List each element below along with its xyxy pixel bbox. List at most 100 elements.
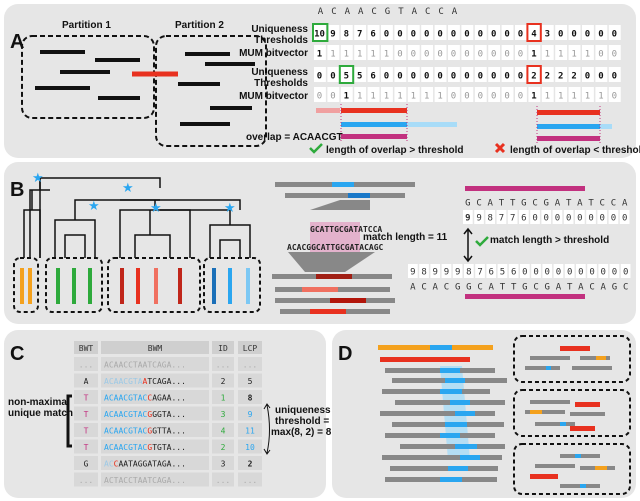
bwm-value: ACAACCTAATCAGA...: [104, 361, 186, 370]
bitvector-value: 1: [585, 92, 590, 102]
bwm-segment: AC: [104, 460, 114, 469]
bitvector-cell: [327, 87, 340, 102]
ref-letter: C: [589, 283, 594, 293]
partition-reads: [35, 50, 255, 126]
threshold-value: 0: [384, 72, 389, 82]
query-threshold-cell: [541, 210, 552, 224]
bwm-segment: G: [147, 410, 152, 419]
bitvector-value: 1: [344, 92, 349, 102]
threshold-cell: [448, 67, 460, 82]
threshold-value: 0: [491, 30, 496, 40]
bitvector-value: 0: [504, 50, 509, 60]
bitvector-value: 0: [411, 50, 416, 60]
bitvector-cell: [595, 87, 608, 102]
table-cell: [74, 423, 98, 437]
threshold-cell: [314, 25, 326, 40]
threshold-cell: [541, 25, 554, 40]
bitvector-cell: [448, 45, 460, 60]
bitvector-cell: [461, 87, 474, 102]
bitvector-value: 0: [478, 92, 483, 102]
ref-letter: A: [556, 283, 562, 293]
ref-threshold: 8: [421, 268, 426, 278]
uniqueness-thresholds-label: Uniqueness: [251, 24, 308, 35]
table-cell: [101, 423, 209, 437]
svg-text:★: ★: [150, 200, 162, 215]
bwm-value: ACTACCTAATCAGA...: [104, 476, 186, 485]
table-cell: [238, 439, 262, 454]
table-cell: [212, 357, 234, 371]
svg-text:★: ★: [224, 200, 236, 215]
id-value: 3: [221, 460, 226, 469]
threshold-cell: [327, 25, 340, 40]
threshold-value: 0: [598, 30, 603, 40]
table-header-cell: [101, 341, 209, 354]
bitvector-value: 1: [571, 50, 576, 60]
partition-1-label: Partition 1: [62, 20, 111, 31]
query-letter: T: [499, 199, 505, 209]
query-threshold: 0: [600, 214, 605, 224]
threshold-cell: [394, 67, 407, 82]
ref-letter: A: [433, 283, 439, 293]
ref-letter: T: [567, 283, 573, 293]
bwm-segment: TGTA...: [152, 443, 186, 452]
table-cell: [101, 456, 209, 470]
bwm-segment: ACAACGTAC: [104, 427, 148, 436]
threshold-cell: [421, 25, 434, 40]
table-cell: [238, 423, 262, 437]
threshold-cell: [528, 25, 541, 40]
match-length-label: match length = 11: [363, 232, 448, 243]
threshold-cell: [394, 25, 407, 40]
threshold-value: 6: [370, 30, 375, 40]
partition-2-box: [155, 35, 267, 147]
sequence-letter: A: [412, 7, 418, 17]
threshold-value: 3: [545, 30, 550, 40]
sequence-letter: A: [358, 7, 364, 17]
check-icon: [309, 143, 323, 154]
sequence-letter: C: [438, 7, 443, 17]
table-cell: [74, 439, 98, 454]
threshold-value: 0: [518, 30, 523, 40]
table-cell: [238, 456, 262, 470]
table-header: LCP: [243, 344, 258, 353]
id-value: ...: [216, 361, 230, 370]
lcp-value: 11: [245, 427, 255, 436]
table-cell: [74, 390, 98, 404]
ref-threshold: 0: [623, 268, 628, 278]
ref-letter: C: [444, 283, 449, 293]
threshold-value: 0: [464, 30, 469, 40]
bitvector-cell: [394, 45, 407, 60]
bitvector-cell: [461, 45, 474, 60]
right-note-2: threshold =: [275, 416, 329, 427]
bitvector-cell: [515, 87, 527, 102]
query-threshold-cell: [507, 210, 518, 224]
threshold-cell: [434, 25, 447, 40]
query-letter: A: [488, 199, 494, 209]
partition-1-box: [21, 35, 155, 119]
bitvector-value: 1: [370, 50, 375, 60]
bwm-segment: ACAACCTAATCAGA...: [104, 361, 186, 370]
ref-threshold-cell: [564, 264, 575, 278]
bitvector-value: 1: [344, 50, 349, 60]
bitvector-value: 0: [612, 92, 617, 102]
ref-letter: T: [511, 283, 517, 293]
threshold-value: 2: [558, 72, 563, 82]
bitvector-cell: [582, 87, 594, 102]
id-value: 2: [221, 443, 226, 452]
table-cell: [238, 390, 262, 404]
ref-threshold: 0: [578, 268, 583, 278]
threshold-value: 0: [451, 30, 456, 40]
id-value: 1: [221, 394, 226, 403]
sequence-letter: A: [452, 7, 458, 17]
bitvector-cell: [434, 45, 447, 60]
bitvector-cell: [314, 45, 326, 60]
threshold-cell: [528, 67, 541, 82]
ref-threshold-cell: [553, 264, 564, 278]
query-threshold: 7: [499, 214, 504, 224]
overlap-bars-fail: [536, 106, 612, 144]
table-header-cell: [212, 341, 234, 354]
bwm-segment: G: [147, 443, 152, 452]
bitvector-value: 0: [518, 92, 523, 102]
bwm-segment: ACAACGTAC: [104, 443, 148, 452]
panel-d-label: D: [338, 343, 352, 365]
bitvector-cell: [501, 45, 514, 60]
